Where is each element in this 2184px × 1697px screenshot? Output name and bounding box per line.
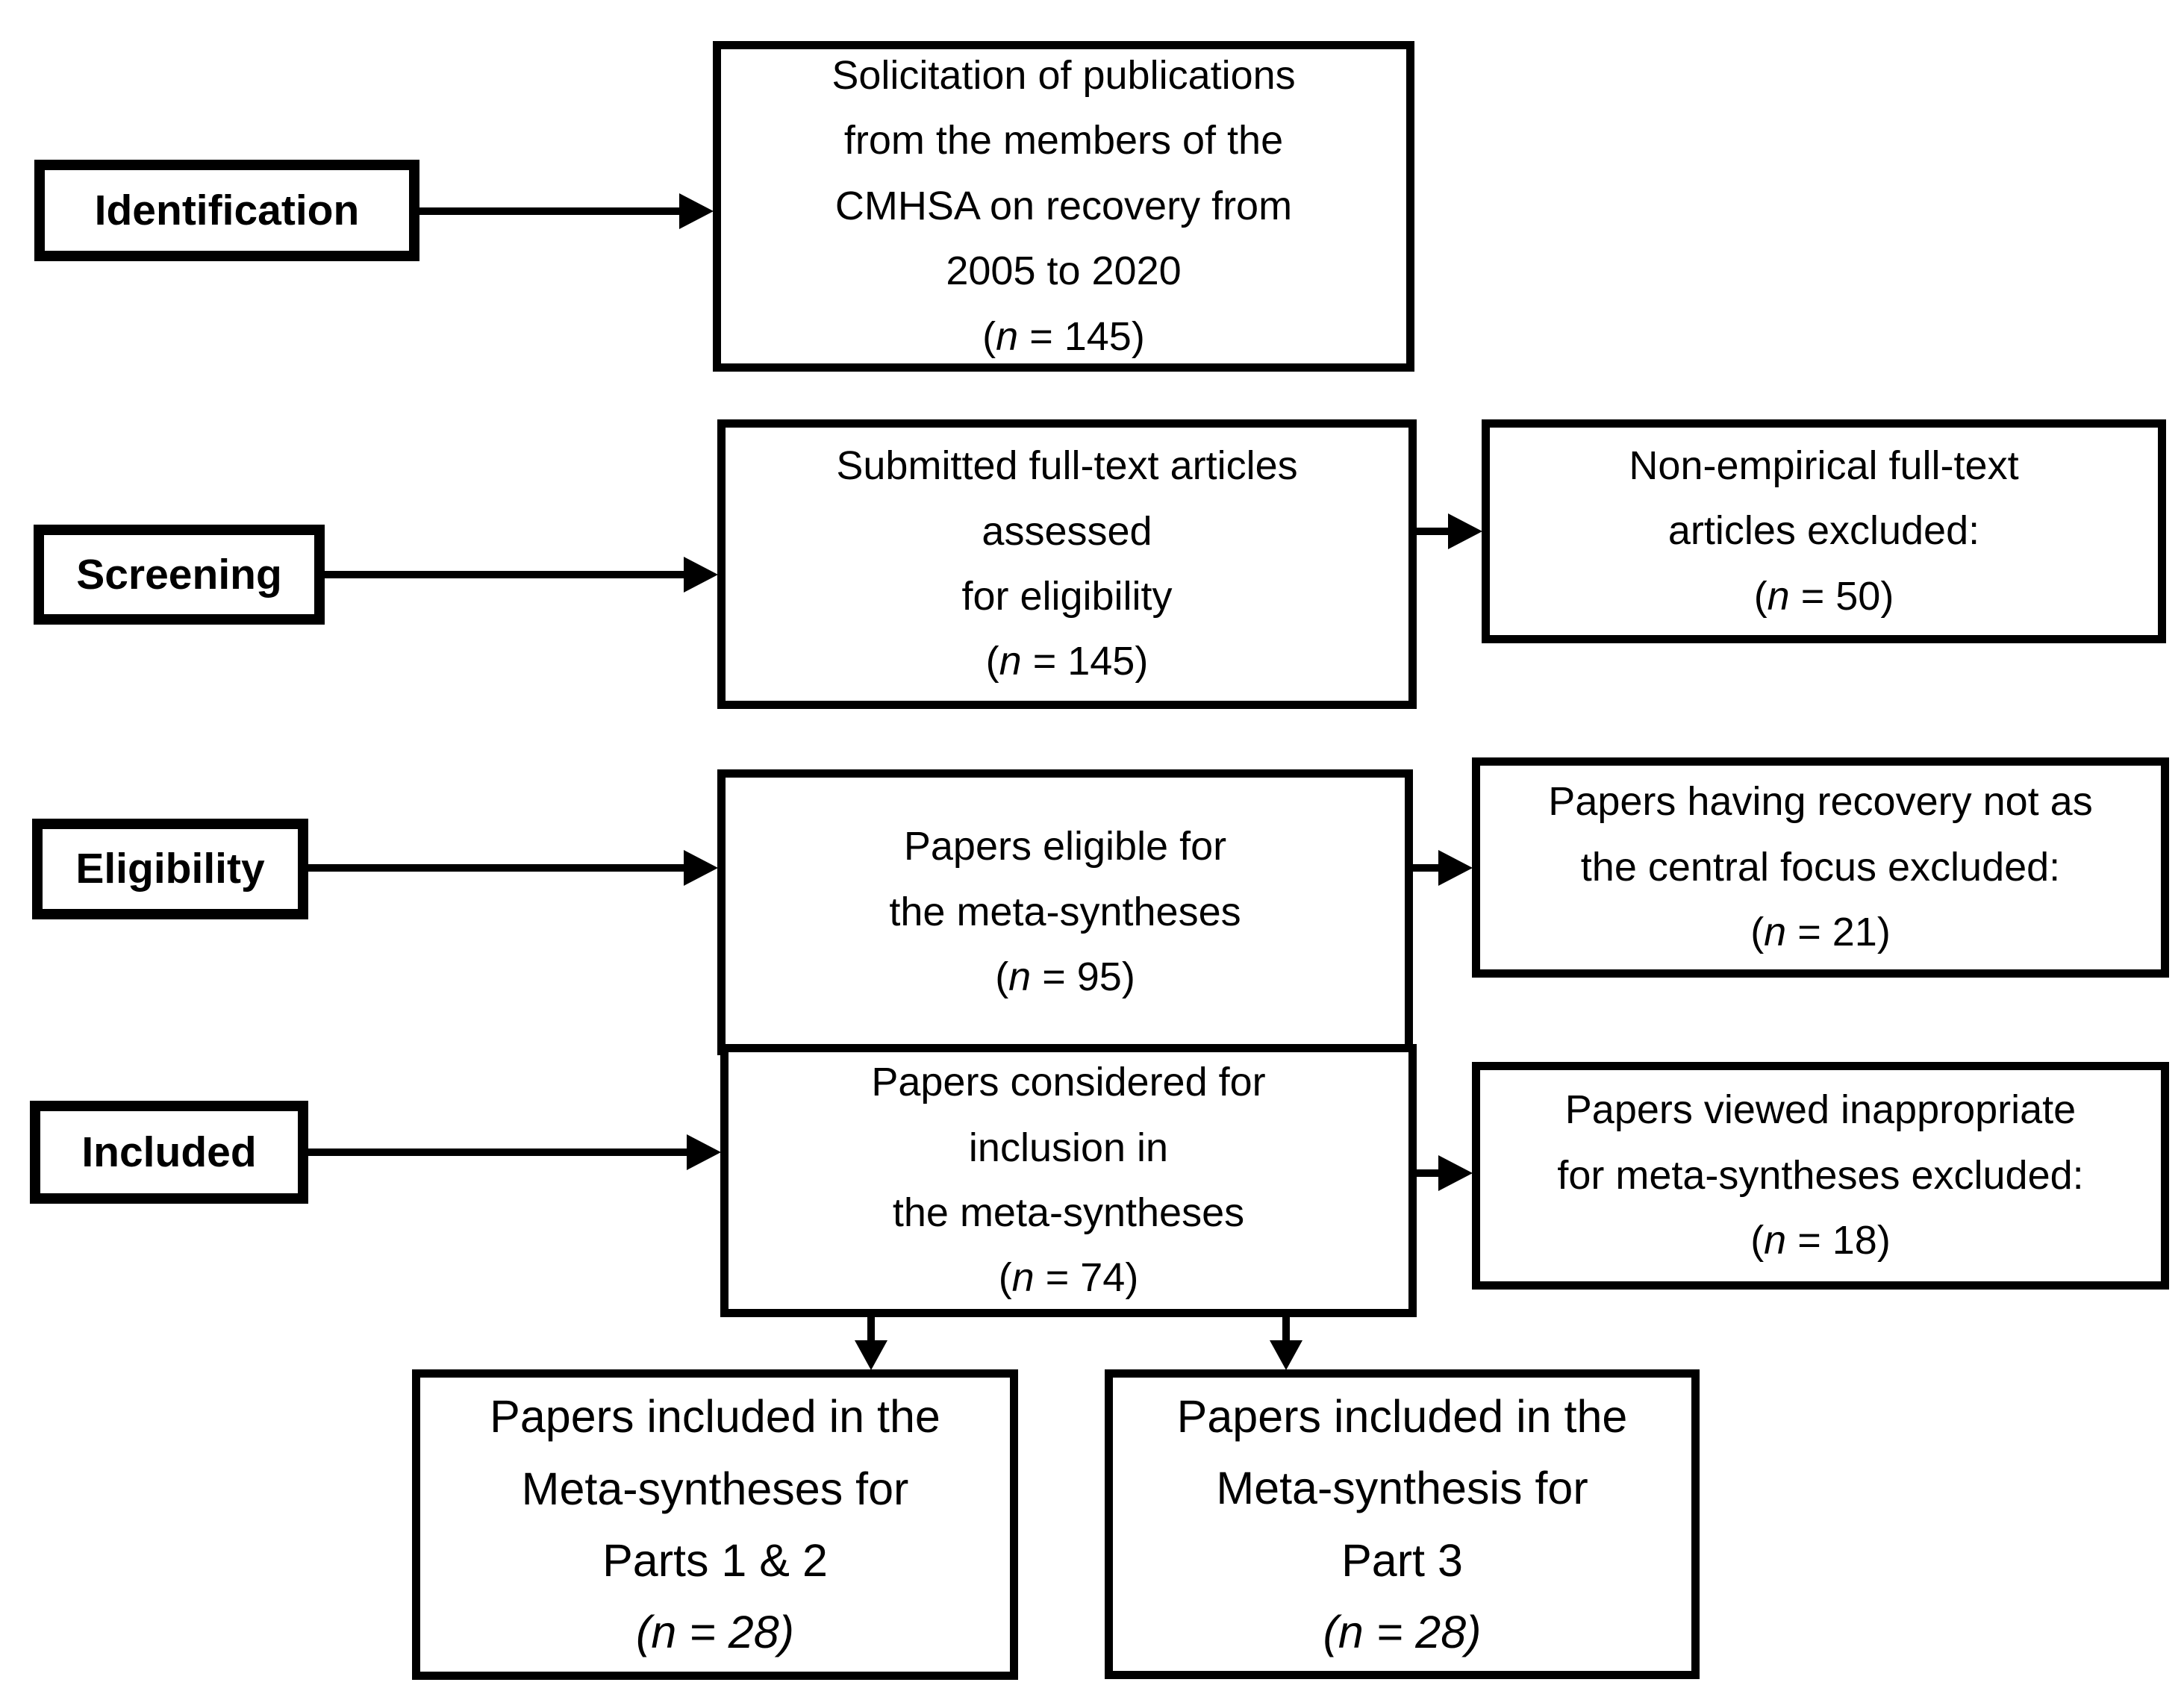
stage-label-text: Included [81,1128,257,1176]
box-inappropriate-excluded: Papers viewed inappropriate for meta-syn… [1472,1062,2169,1290]
box-solicitation: Solicitation of publications from the me… [713,41,1414,372]
box-line: Papers included in the [1176,1390,1628,1442]
arrow-identification-to-solicitation [419,193,714,229]
stage-label-eligibility: Eligibility [32,819,308,919]
box-included-parts-1-2: Papers included in the Meta-syntheses fo… [412,1369,1018,1680]
count-line: (n = 28) [636,1607,794,1658]
box-line: Non-empirical full-text [1629,443,2019,488]
arrow-considered-to-part-3 [1270,1317,1302,1370]
box-non-empirical-excluded: Non-empirical full-text articles exclude… [1482,419,2166,643]
box-line: from the members of the [843,118,1284,163]
box-line: assessed [982,508,1152,554]
box-eligible: Papers eligible for the meta-syntheses (… [717,769,1413,1055]
box-line: for meta-syntheses excluded: [1557,1152,2084,1198]
box-line: Papers considered for [871,1060,1266,1105]
count-line: (n = 145) [982,313,1145,359]
stage-label-included: Included [30,1101,308,1204]
count-line: (n = 50) [1753,573,1894,619]
count-line: (n = 28) [1323,1606,1482,1657]
stage-label-text: Identification [94,186,360,234]
arrow-considered-to-inappropriate-excluded [1417,1155,1473,1191]
box-line: the central focus excluded: [1580,844,2061,890]
box-considered: Papers considered for inclusion in the m… [720,1044,1417,1317]
count-line: (n = 21) [1750,910,1891,955]
box-line: inclusion in [968,1125,1169,1170]
box-line: the meta-syntheses [892,1190,1245,1235]
stage-label-text: Screening [76,550,282,599]
stage-label-identification: Identification [34,160,419,261]
box-line: Papers included in the [490,1391,940,1443]
count-line: (n = 95) [995,954,1135,1000]
arrow-screening-to-submitted [325,557,718,593]
arrow-considered-to-parts-1-2 [855,1317,887,1370]
box-line: Submitted full-text articles [836,443,1298,489]
box-line: Meta-synthesis for [1216,1463,1588,1514]
box-submitted: Submitted full-text articles assessed fo… [717,419,1417,709]
arrow-eligible-to-recovery-not-central-excluded [1413,850,1473,886]
box-line: articles excluded: [1667,508,1980,554]
arrow-included-to-considered [308,1134,721,1170]
box-line: Papers eligible for [903,824,1227,869]
box-recovery-not-central-excluded: Papers having recovery not as the centra… [1472,757,2169,978]
box-included-part-3: Papers included in the Meta-synthesis fo… [1105,1369,1700,1679]
box-line: Solicitation of publications [832,52,1296,98]
count-line: (n = 18) [1750,1218,1891,1263]
box-line: for eligibility [961,574,1173,619]
box-line: the meta-syntheses [889,889,1241,934]
stage-label-text: Eligibility [75,845,265,893]
box-line: 2005 to 2020 [946,249,1182,294]
box-line: Part 3 [1341,1534,1463,1586]
box-line: Papers viewed inappropriate [1564,1087,2077,1133]
count-line: (n = 145) [985,639,1149,684]
box-line: Papers having recovery not as [1548,779,2093,825]
count-line: (n = 74) [998,1255,1139,1301]
box-line: Parts 1 & 2 [602,1535,828,1586]
stage-label-screening: Screening [34,525,325,625]
arrow-eligibility-to-eligible [308,850,718,886]
box-line: CMHSA on recovery from [834,183,1293,228]
box-line: Meta-syntheses for [521,1463,909,1514]
arrow-submitted-to-non-empirical-excluded [1417,513,1482,549]
